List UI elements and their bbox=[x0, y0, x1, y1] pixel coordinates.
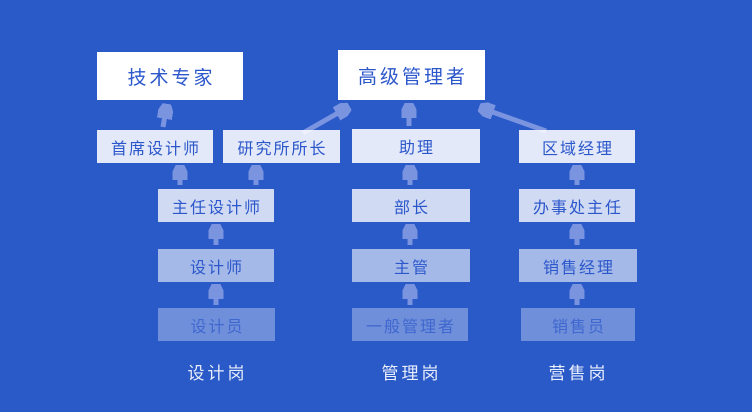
node-regional-manager: 区域经理 bbox=[519, 130, 635, 163]
node-tech-expert: 技术专家 bbox=[97, 52, 243, 100]
node-general-manager: 一般管理者 bbox=[352, 308, 468, 341]
node-office-director: 办事处主任 bbox=[519, 189, 635, 222]
node-sales-manager: 销售经理 bbox=[519, 249, 637, 282]
node-senior-manager: 高级管理者 bbox=[338, 50, 485, 100]
node-chief-designer: 首席设计师 bbox=[97, 130, 213, 163]
node-director-designer: 主任设计师 bbox=[158, 189, 274, 222]
node-institute-director: 研究所所长 bbox=[223, 130, 340, 163]
node-salesperson: 销售员 bbox=[521, 308, 635, 341]
node-department-head: 部长 bbox=[352, 189, 470, 222]
node-designer: 设计师 bbox=[158, 249, 274, 282]
track-label-design: 设计岗 bbox=[187, 364, 248, 383]
arrow-regional-manager-to-senior-manager bbox=[484, 109, 547, 134]
track-label-sales: 营售岗 bbox=[548, 364, 609, 383]
node-assistant: 助理 bbox=[352, 129, 480, 163]
arrow-chief-designer-to-tech-expert bbox=[163, 109, 166, 128]
track-label-management: 管理岗 bbox=[381, 364, 442, 383]
node-supervisor: 主管 bbox=[352, 249, 470, 282]
node-draftsman: 设计员 bbox=[158, 308, 275, 341]
